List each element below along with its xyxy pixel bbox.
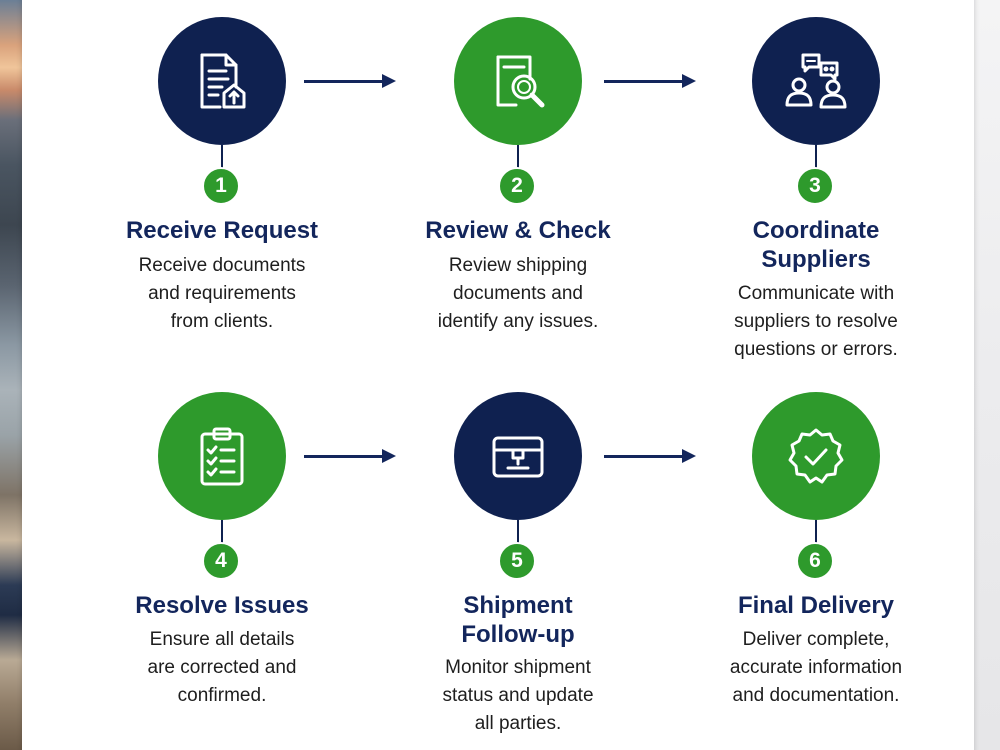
step-1-title: Receive Request: [125, 217, 319, 244]
step-1-desc-line: Receive documents: [138, 255, 306, 276]
document-search-icon: [486, 49, 550, 113]
step-1-number-badge: 1: [202, 167, 240, 205]
step-3-connector: [815, 145, 817, 171]
step-2-connector: [517, 145, 519, 171]
step-2-desc-line: Review shipping: [448, 255, 588, 276]
step-3-desc-line: Communicate with: [737, 283, 895, 304]
people-chat-icon: [781, 49, 851, 113]
step-6-connector: [815, 520, 817, 546]
step-6-desc-line: accurate information: [729, 657, 903, 678]
step-4-title: Resolve Issues: [135, 592, 309, 619]
step-3-title: Coordinate Suppliers: [686, 216, 946, 274]
step-6-desc-line: Deliver complete,: [742, 629, 890, 650]
step-3-title-line: Suppliers: [761, 246, 871, 273]
step-4-desc-line: confirmed.: [177, 685, 267, 706]
step-2-circle: [454, 17, 582, 145]
step-1-desc-line: and requirements: [148, 283, 296, 304]
arrow-step-2-to-3: [604, 74, 696, 88]
step-6-desc-line: and documentation.: [732, 685, 900, 706]
arrow-step-4-to-5: [304, 449, 396, 463]
checklist-clipboard-icon: [190, 424, 254, 488]
step-4-desc-line: Ensure all details: [149, 629, 295, 650]
step-5-desc-line: Monitor shipment: [445, 657, 591, 678]
step-1-description: Receive documents and requirements from …: [92, 252, 352, 336]
step-5-number-badge: 5: [498, 542, 536, 580]
step-5-description: Monitor shipment status and update all p…: [388, 654, 648, 738]
step-2-title: Review & Check: [425, 217, 611, 244]
step-5-desc-line: status and update: [442, 685, 594, 706]
step-5-title: Shipment Follow-up: [388, 591, 648, 649]
step-5-connector: [517, 520, 519, 546]
step-2-desc-line: documents and: [453, 283, 583, 304]
verified-badge-icon: [784, 424, 848, 488]
step-2-number-badge: 2: [498, 167, 536, 205]
background-photo: [0, 0, 24, 750]
step-4-desc-line: are corrected and: [147, 657, 297, 678]
package-box-icon: [486, 424, 550, 488]
step-2-description: Review shipping documents and identify a…: [388, 252, 648, 336]
step-4-connector: [221, 520, 223, 546]
step-4-number-badge: 4: [202, 542, 240, 580]
step-6-circle: [752, 392, 880, 520]
step-3-description: Communicate with suppliers to resolve qu…: [686, 280, 946, 364]
step-4-description: Ensure all details are corrected and con…: [92, 626, 352, 710]
step-6-title: Final Delivery: [737, 592, 895, 619]
step-3-title-line: Coordinate: [752, 217, 880, 244]
background-edge: [974, 0, 1000, 750]
arrow-step-5-to-6: [604, 449, 696, 463]
step-1-circle: [158, 17, 286, 145]
step-1-desc-line: from clients.: [170, 311, 274, 332]
step-3-number-badge: 3: [796, 167, 834, 205]
step-6-description: Deliver complete, accurate information a…: [686, 626, 946, 710]
step-2-desc-line: identify any issues.: [437, 311, 599, 332]
step-5-title-line: Shipment: [463, 592, 573, 619]
step-3-desc-line: suppliers to resolve: [734, 311, 898, 332]
arrow-step-1-to-2: [304, 74, 396, 88]
step-3-circle: [752, 17, 880, 145]
step-5-circle: [454, 392, 582, 520]
step-5-desc-line: all parties.: [474, 713, 562, 734]
step-5-title-line: Follow-up: [461, 621, 575, 648]
document-upload-icon: [190, 49, 254, 113]
step-6-number-badge: 6: [796, 542, 834, 580]
process-card: 1 Receive Request Receive documents and …: [22, 0, 974, 750]
step-1-connector: [221, 145, 223, 171]
step-3-desc-line: questions or errors.: [734, 339, 898, 360]
step-4-circle: [158, 392, 286, 520]
